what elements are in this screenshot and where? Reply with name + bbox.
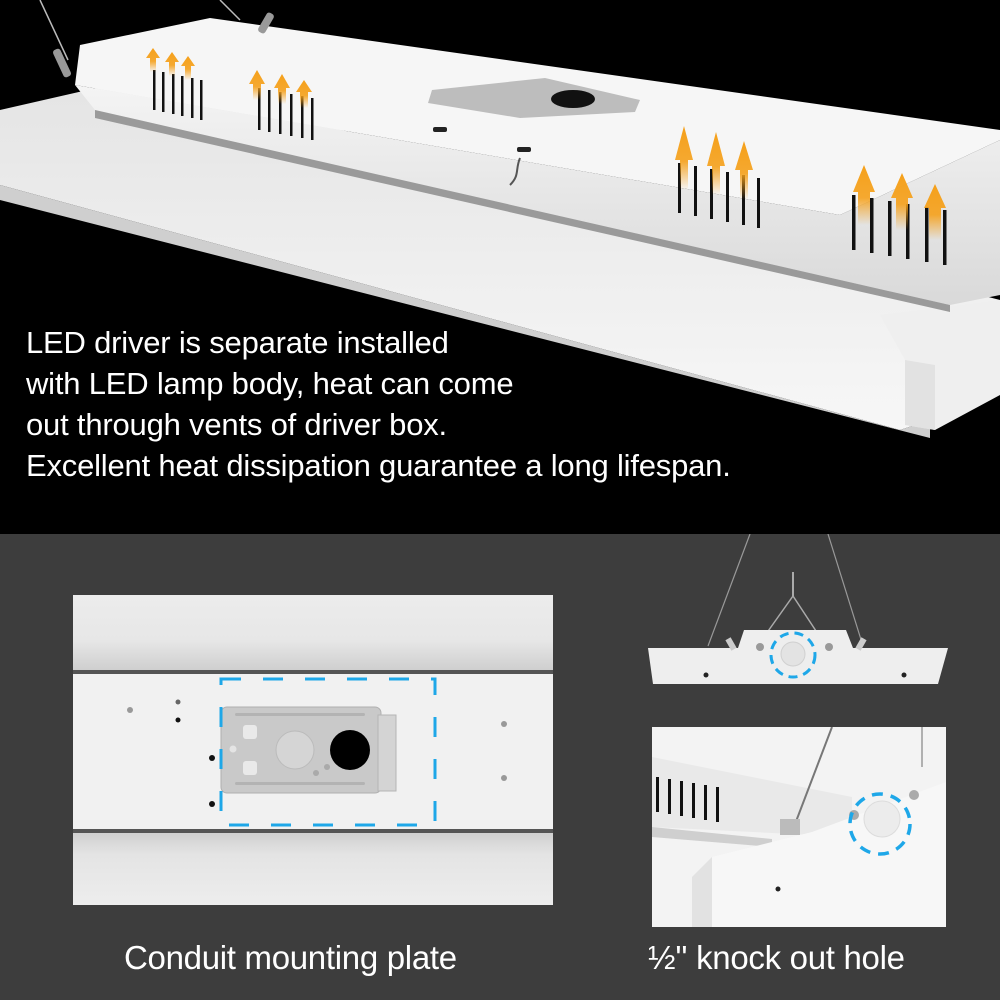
hero-line-1: LED driver is separate installed bbox=[26, 325, 449, 360]
knockout-hole-highlight-bottom bbox=[848, 792, 912, 856]
hero-line-4: Excellent heat dissipation guarantee a l… bbox=[26, 448, 731, 483]
vent-slots-1 bbox=[153, 70, 203, 120]
heat-arrows bbox=[146, 48, 946, 240]
knockout-hole-highlight-top bbox=[769, 631, 817, 679]
hero-line-3: out through vents of driver box. bbox=[26, 407, 447, 442]
vent-slots-2 bbox=[258, 88, 314, 140]
hero-line-2: with LED lamp body, heat can come bbox=[26, 366, 514, 401]
conduit-mounting-plate-photo bbox=[73, 595, 553, 905]
hero-section: LED driver is separate installed with LE… bbox=[0, 0, 1000, 534]
vent-slots-4 bbox=[852, 195, 947, 265]
conduit-mounting-plate-caption: Conduit mounting plate bbox=[124, 939, 457, 976]
mounting-plate-highlight bbox=[219, 677, 437, 827]
knock-out-hole-photo bbox=[652, 727, 946, 927]
led-fixture-illustration bbox=[0, 0, 1000, 438]
fixture-end-view-photo bbox=[648, 533, 948, 694]
knock-out-hole-caption: ½'' knock out hole bbox=[648, 939, 905, 976]
hero-description: LED driver is separate installed with LE… bbox=[26, 322, 846, 486]
features-section: Conduit mounting plate ½'' knock out hol… bbox=[0, 533, 1000, 1000]
